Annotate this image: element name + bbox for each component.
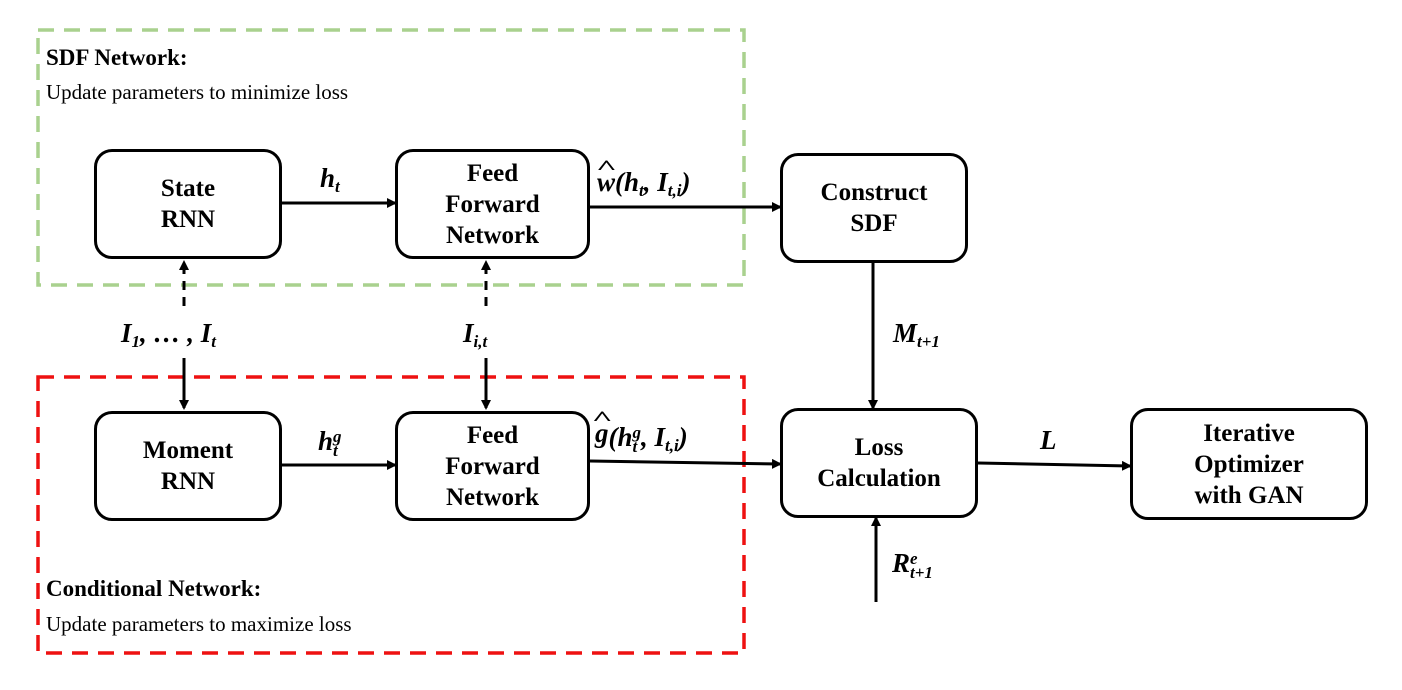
edge-loss-to-optimizer	[977, 460, 1132, 471]
node-label-line: Iterative	[1203, 419, 1295, 447]
label-h-t: ht	[320, 163, 340, 196]
node-label-line: Feed	[466, 159, 519, 187]
node-label-line: Construct	[820, 179, 928, 206]
label-i-it: Ii,t	[463, 318, 488, 351]
iterative-optimizer-node: Iterative Optimizer with GAN	[1130, 408, 1368, 520]
feed-forward-network-top-node: Feed Forward Network	[395, 149, 590, 259]
label-g-hat: g(hgt, It,i)	[595, 418, 688, 461]
node-label-line: RNN	[160, 468, 216, 495]
node-label-line: Feed	[466, 421, 519, 449]
node-label-line: Network	[445, 483, 540, 511]
label-m-t1: Mt+1	[893, 318, 940, 351]
node-label-line: RNN	[160, 206, 216, 233]
edge-ffn-to-loss	[589, 458, 782, 469]
label-inputs: I1, … , It	[121, 318, 217, 351]
construct-sdf-node: Construct SDF	[780, 153, 968, 263]
node-label-line: Moment	[142, 437, 234, 464]
sdf-network-title: SDF Network:	[46, 45, 188, 70]
node-label-line: Loss	[854, 434, 904, 461]
node-label-line: Forward	[445, 190, 540, 218]
label-l: L	[1040, 425, 1057, 455]
node-label-line: Forward	[445, 452, 540, 480]
feed-forward-network-bottom-node: Feed Forward Network	[395, 411, 590, 521]
node-label-line: State	[160, 175, 216, 202]
node-label-line: with GAN	[1194, 481, 1304, 509]
conditional-network-region	[36, 375, 746, 655]
moment-rnn-node: Moment RNN	[94, 411, 282, 521]
sdf-network-subtitle: Update parameters to minimize loss	[46, 80, 349, 104]
node-label-line: Optimizer	[1194, 450, 1304, 478]
state-rnn-node: State RNN	[94, 149, 282, 259]
node-label-line: SDF	[850, 210, 898, 237]
loss-calculation-node: Loss Calculation	[780, 408, 978, 518]
conditional-network-title: Conditional Network:	[46, 576, 262, 601]
sdf-network-region	[36, 28, 746, 287]
node-label-line: Network	[445, 221, 540, 249]
label-w-hat: w(ht, It,i)	[597, 167, 691, 206]
node-label-line: Calculation	[817, 465, 941, 492]
conditional-network-subtitle: Update parameters to maximize loss	[46, 612, 352, 636]
